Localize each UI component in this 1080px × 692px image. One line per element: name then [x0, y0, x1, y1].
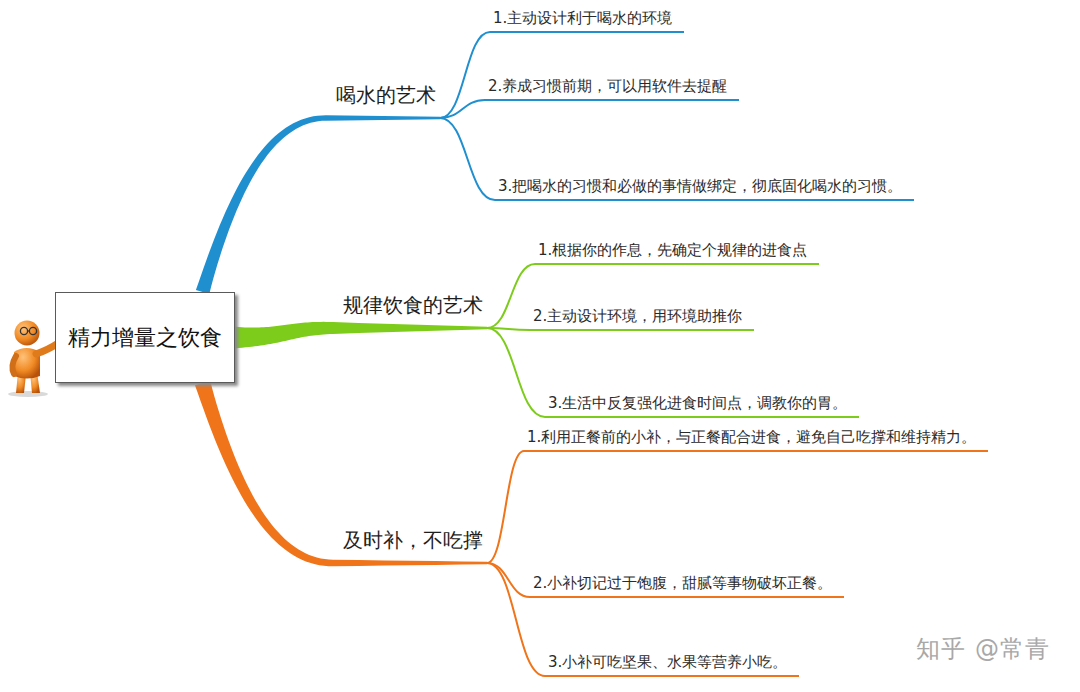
leaf-text: 2.主动设计环境，用环境助推你 — [533, 307, 742, 326]
leaf-text: 1.主动设计利于喝水的环境 — [493, 9, 672, 28]
sub-branch — [440, 32, 490, 118]
main-branch — [235, 322, 487, 349]
central-topic: 精力增量之饮食 — [55, 292, 235, 383]
main-branch — [195, 381, 487, 567]
branch-topic: 喝水的艺术 — [332, 82, 440, 118]
branch-topic: 及时补，不吃撑 — [339, 527, 487, 563]
sub-branch — [487, 264, 535, 328]
branch-text: 规律饮食的艺术 — [343, 292, 483, 319]
leaf-topic: 1.利用正餐前的小补，与正餐配合进食，避免自己吃撑和维持精力。 — [524, 427, 988, 452]
leaf-text: 1.利用正餐前的小补，与正餐配合进食，避免自己吃撑和维持精力。 — [527, 428, 976, 447]
leaf-topic: 3.生活中反复强化进食时间点，调教你的胃。 — [545, 393, 859, 418]
leaf-topic: 2.主动设计环境，用环境助推你 — [530, 306, 754, 331]
leaf-topic: 3.小补可吃坚果、水果等营养小吃。 — [545, 652, 799, 677]
watermark: 知乎 @常青 — [916, 633, 1050, 665]
central-text: 精力增量之饮食 — [68, 323, 222, 353]
watermark-text: 知乎 @常青 — [916, 635, 1050, 663]
sub-branch — [487, 328, 545, 417]
leaf-topic: 3.把喝水的习惯和必做的事情做绑定，彻底固化喝水的习惯。 — [495, 176, 914, 201]
leaf-text: 3.小补可吃坚果、水果等营养小吃。 — [548, 653, 787, 672]
sub-branch — [487, 451, 524, 563]
leaf-text: 3.生活中反复强化进食时间点，调教你的胃。 — [548, 394, 847, 413]
leaf-text: 2.小补切记过于饱腹，甜腻等事物破坏正餐。 — [533, 574, 832, 593]
leaf-topic: 2.小补切记过于饱腹，甜腻等事物破坏正餐。 — [530, 573, 844, 598]
sub-branch — [440, 100, 485, 118]
branch-text: 及时补，不吃撑 — [343, 527, 483, 554]
leaf-topic: 2.养成习惯前期，可以用软件去提醒 — [485, 76, 739, 101]
main-branch — [196, 115, 440, 294]
branch-text: 喝水的艺术 — [336, 82, 436, 109]
leaf-text: 2.养成习惯前期，可以用软件去提醒 — [488, 77, 727, 96]
sub-branch — [440, 118, 495, 200]
leaf-text: 1.根据你的作息，先确定个规律的进食点 — [538, 241, 807, 260]
leaf-topic: 1.主动设计利于喝水的环境 — [490, 8, 684, 33]
leaf-text: 3.把喝水的习惯和必做的事情做绑定，彻底固化喝水的习惯。 — [498, 177, 902, 196]
branch-topic: 规律饮食的艺术 — [339, 292, 487, 328]
leaf-topic: 1.根据你的作息，先确定个规律的进食点 — [535, 240, 819, 265]
